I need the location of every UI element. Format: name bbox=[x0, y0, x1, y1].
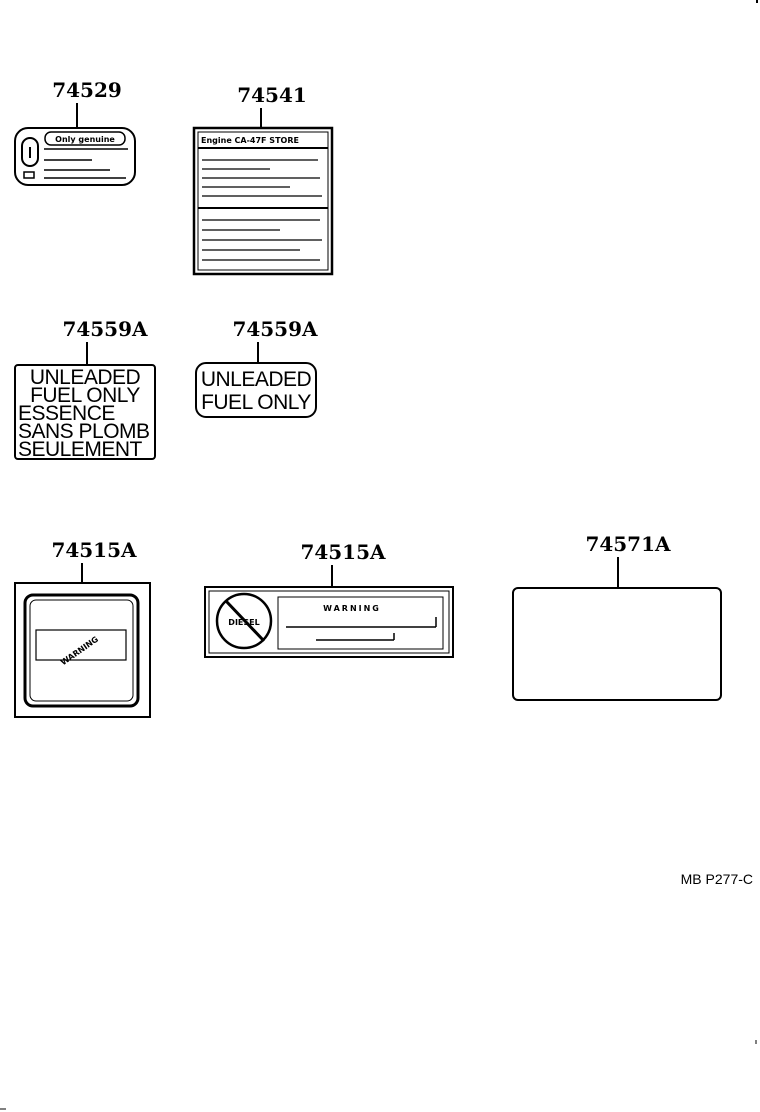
label-line-2: FUEL ONLY bbox=[30, 384, 140, 407]
part-number-74529: 74529 bbox=[52, 78, 122, 102]
label-74559a-english: UNLEADED FUEL ONLY bbox=[195, 362, 317, 418]
part-74515a-square[interactable]: 74515A WARNING bbox=[14, 538, 151, 718]
label-74515a-wide: DIESEL WARNING bbox=[204, 586, 454, 658]
label-74541: Engine CA-47F STORE bbox=[192, 126, 334, 276]
label-74515a-warning: WARNING bbox=[59, 635, 100, 667]
label-line-5: SEULEMENT bbox=[18, 438, 143, 461]
label-line-4: SANS PLOMB bbox=[18, 420, 150, 443]
reference-code: MB P277-C bbox=[681, 871, 753, 887]
label-74541-title: Engine CA-47F STORE bbox=[201, 136, 299, 145]
part-number-74559a: 74559A bbox=[62, 317, 148, 341]
label-line-1: UNLEADED bbox=[201, 368, 312, 391]
label-74571a bbox=[512, 587, 722, 701]
part-74529[interactable]: 74529 Only genuine bbox=[14, 78, 136, 186]
part-number-74541: 74541 bbox=[237, 83, 307, 107]
label-line-3: ESSENCE bbox=[18, 402, 115, 425]
label-line-1: UNLEADED bbox=[30, 366, 141, 389]
part-number-74559a: 74559A bbox=[232, 317, 318, 341]
label-74559a-bilingual: UNLEADED FUEL ONLY ESSENCE SANS PLOMB SE… bbox=[14, 364, 156, 461]
label-74515a-square: WARNING bbox=[14, 582, 151, 718]
part-number-74571a: 74571A bbox=[585, 532, 671, 556]
label-74529-title: Only genuine bbox=[55, 135, 115, 144]
label-74515a-symbol: DIESEL bbox=[228, 618, 259, 627]
part-74541[interactable]: 74541 Engine CA-47F STORE bbox=[192, 83, 334, 276]
part-74559a-english[interactable]: 74559A UNLEADED FUEL ONLY bbox=[195, 317, 318, 418]
label-74529: Only genuine bbox=[14, 127, 136, 186]
part-number-74515a: 74515A bbox=[51, 538, 137, 562]
part-74571a[interactable]: 74571A bbox=[512, 532, 722, 701]
label-line-2: FUEL ONLY bbox=[201, 391, 311, 414]
part-number-74515a: 74515A bbox=[300, 540, 386, 564]
label-74515a-wide-warning: WARNING bbox=[323, 604, 381, 613]
part-74559a-bilingual[interactable]: 74559A UNLEADED FUEL ONLY ESSENCE SANS P… bbox=[14, 317, 156, 461]
part-74515a-wide[interactable]: 74515A DIESEL WARNING bbox=[204, 540, 454, 658]
